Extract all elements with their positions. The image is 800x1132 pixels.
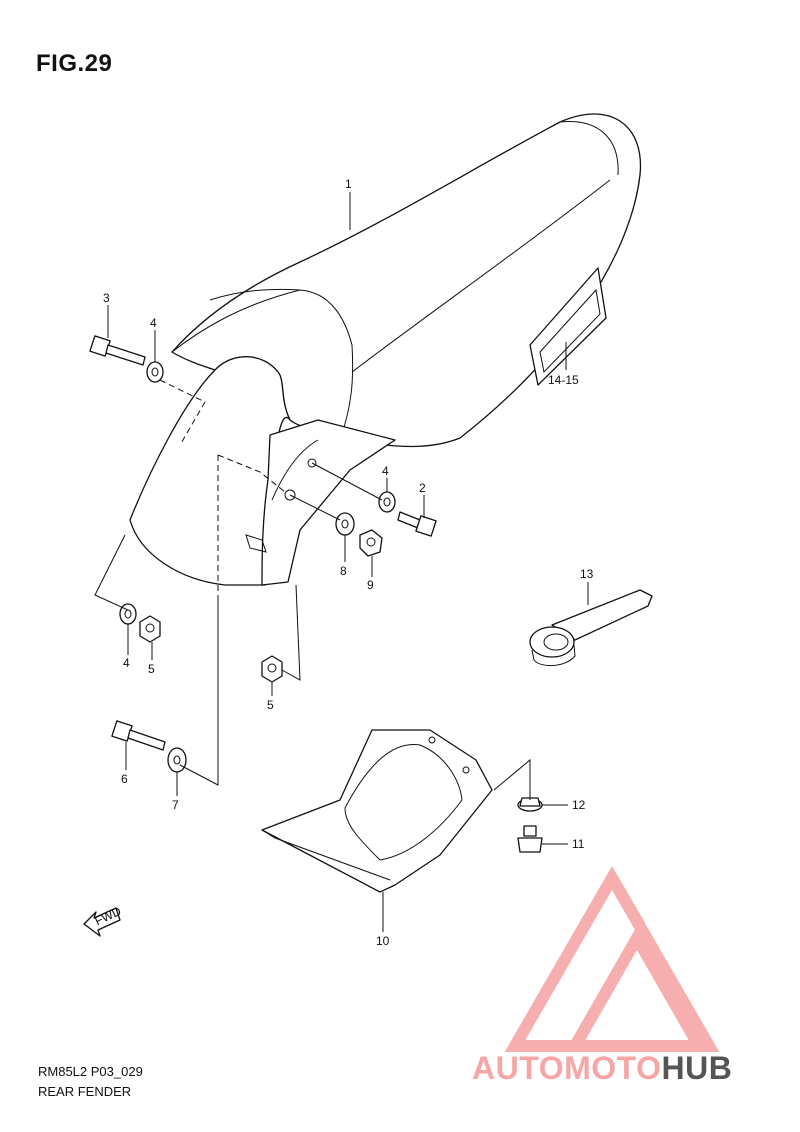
washer-part-4-top <box>146 361 164 383</box>
callout-5-left: 5 <box>148 662 155 676</box>
callout-10: 10 <box>376 934 390 948</box>
nut-part-5-left <box>139 615 161 643</box>
callout-4-right: 4 <box>382 464 389 478</box>
fwd-arrow-icon: FWD <box>83 904 124 937</box>
washer-part-4-left <box>119 603 137 625</box>
figure-title: FIG.29 <box>36 50 113 77</box>
callout-9: 9 <box>367 578 374 592</box>
callout-11: 11 <box>572 837 585 851</box>
rear-fender-part-1 <box>129 113 642 586</box>
callout-3: 3 <box>103 291 110 305</box>
diagram-code: RM85L2 P03_029 <box>38 1064 143 1079</box>
washer-part-4-right <box>378 491 396 513</box>
nut-part-5-lower <box>261 655 283 683</box>
callout-13: 13 <box>580 567 594 581</box>
bolt-part-2 <box>397 511 437 537</box>
callout-4-top: 4 <box>150 316 157 330</box>
callout-6: 6 <box>121 772 128 786</box>
washer-part-7 <box>167 747 187 773</box>
watermark-text-part1: AUTOMOTO <box>472 1050 662 1086</box>
watermark-logo <box>504 866 720 1052</box>
washer-part-8 <box>335 512 355 536</box>
bolt-part-11 <box>517 825 543 853</box>
diagram-caption: REAR FENDER <box>38 1084 132 1099</box>
watermark-text-part2: HUB <box>661 1050 733 1086</box>
callout-leaders <box>107 192 589 932</box>
callout-1: 1 <box>345 177 352 191</box>
watermark-text: AUTOMOTOHUB <box>472 1050 732 1087</box>
tool-part-13 <box>529 589 653 666</box>
mud-flap-part-10 <box>261 729 493 893</box>
nut-part-12 <box>517 797 543 812</box>
assembly-dashed-lines <box>94 379 531 800</box>
nut-part-9 <box>359 529 383 557</box>
callout-14-15: 14-15 <box>548 373 579 387</box>
decal-part-14-15 <box>529 267 607 386</box>
callout-5-lower: 5 <box>267 698 274 712</box>
callout-2: 2 <box>419 481 426 495</box>
callout-numbers: 1 2 3 4 4 4 5 5 6 7 8 9 10 11 12 13 14-1… <box>103 177 594 948</box>
callout-4-left: 4 <box>123 656 130 670</box>
callout-12: 12 <box>572 798 586 812</box>
callout-7: 7 <box>172 798 179 812</box>
callout-8: 8 <box>340 564 347 578</box>
bolt-part-3 <box>89 335 146 366</box>
bolt-part-6 <box>111 720 166 751</box>
